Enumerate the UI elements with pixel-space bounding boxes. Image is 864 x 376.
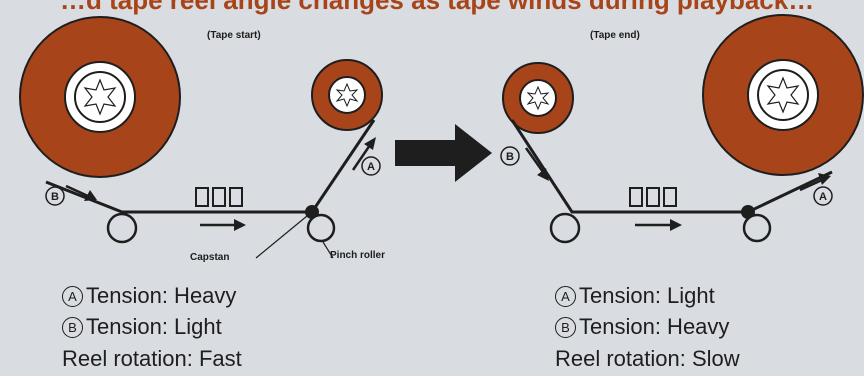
tension-arrowhead-a bbox=[364, 137, 376, 150]
reel-hub-ring bbox=[74, 71, 126, 123]
pinch-roller bbox=[306, 213, 336, 243]
caption-text: Tension: Heavy bbox=[579, 314, 730, 339]
guide-roller-left bbox=[106, 212, 138, 244]
tape-path bbox=[45, 119, 376, 214]
capstan-leader bbox=[255, 215, 308, 259]
star-hub-icon bbox=[83, 78, 117, 116]
caption-text: Reel rotation: Fast bbox=[62, 346, 242, 371]
pinch-roller bbox=[742, 213, 772, 243]
header-text: …d tape reel angle changes as tape winds… bbox=[60, 0, 814, 15]
marker-a-circle bbox=[361, 156, 381, 176]
caption-marker: B bbox=[62, 317, 83, 338]
guide-roller-left bbox=[549, 212, 581, 244]
tape-end-label: (Tape end) bbox=[590, 30, 640, 41]
caption-text: Tension: Light bbox=[579, 283, 715, 308]
right-caption-reel-rotation: Reel rotation: Slow bbox=[555, 346, 740, 372]
star-hub-icon bbox=[335, 82, 359, 108]
caption-text: Reel rotation: Slow bbox=[555, 346, 740, 371]
pinch-roller-leader bbox=[322, 241, 334, 259]
tension-arrow-b bbox=[65, 184, 89, 198]
tape-head bbox=[629, 187, 643, 207]
left-panel: B A bbox=[19, 16, 383, 259]
marker-a-circle bbox=[813, 186, 833, 206]
marker-b: B bbox=[506, 151, 514, 163]
caption-marker: A bbox=[555, 286, 576, 307]
tension-arrowhead-b bbox=[537, 168, 549, 181]
star-hub-icon bbox=[766, 76, 800, 114]
right-arrow-icon bbox=[395, 124, 492, 182]
tape-head bbox=[229, 187, 243, 207]
marker-b-circle bbox=[500, 146, 520, 166]
tension-arrow-b bbox=[524, 147, 545, 173]
tape-direction-arrowhead bbox=[234, 219, 246, 231]
tension-arrowhead-a bbox=[818, 173, 831, 185]
tape-head bbox=[212, 187, 226, 207]
tape-direction-arrowhead bbox=[670, 219, 682, 231]
tension-arrow-a bbox=[799, 178, 823, 192]
reel-hub-ring bbox=[757, 69, 809, 121]
tape-head bbox=[195, 187, 209, 207]
star-hub-icon bbox=[526, 85, 550, 111]
tape-start-label: (Tape start) bbox=[207, 30, 261, 41]
caption-text: Tension: Light bbox=[86, 314, 222, 339]
left-caption-reel-rotation: Reel rotation: Fast bbox=[62, 346, 242, 372]
tension-arrow-a bbox=[351, 144, 372, 171]
tape-path bbox=[510, 119, 833, 214]
right-panel: B A bbox=[500, 14, 864, 244]
marker-a: A bbox=[819, 191, 827, 203]
tape-head bbox=[646, 187, 660, 207]
marker-b-circle bbox=[45, 186, 65, 206]
tension-arrowhead-b bbox=[84, 190, 97, 201]
marker-b: B bbox=[51, 191, 59, 203]
capstan-label: Capstan bbox=[190, 252, 230, 263]
tape-head bbox=[663, 187, 677, 207]
caption-text: Tension: Heavy bbox=[86, 283, 237, 308]
pinch-roller-label: Pinch roller bbox=[330, 250, 386, 261]
marker-a: A bbox=[367, 161, 375, 173]
caption-marker: A bbox=[62, 286, 83, 307]
caption-marker: B bbox=[555, 317, 576, 338]
